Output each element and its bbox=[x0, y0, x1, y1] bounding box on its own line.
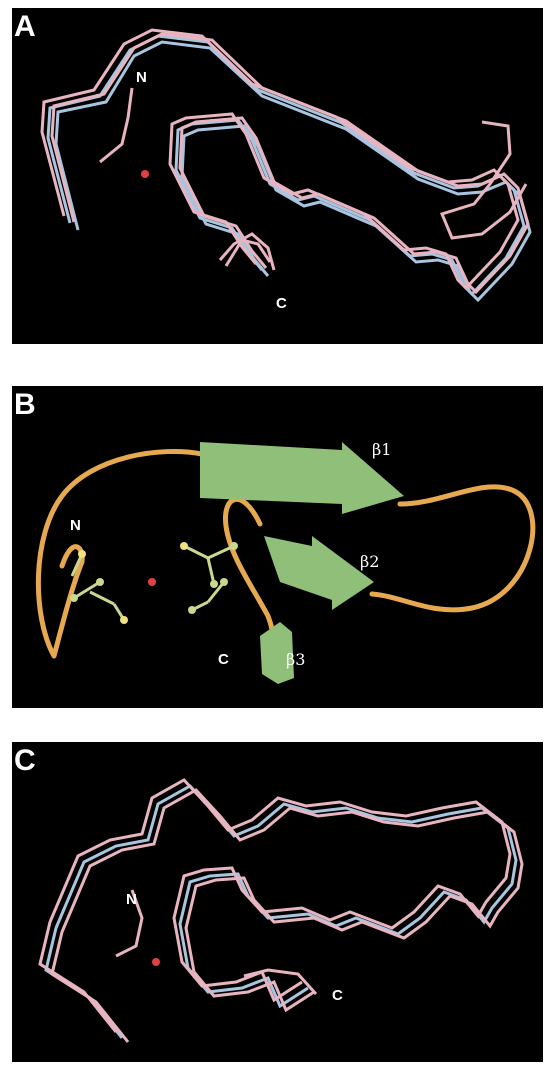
ligand-atom bbox=[230, 542, 238, 550]
beta-strand-2 bbox=[264, 536, 374, 610]
n-terminus-label-a: N bbox=[136, 70, 147, 85]
beta-strand-3-label: β3 bbox=[286, 652, 305, 668]
c-terminus-label-c: C bbox=[332, 988, 343, 1003]
ligand-stick bbox=[208, 546, 234, 558]
panel-b-ribbon-diagram: B N C β1 β2 β3 bbox=[12, 386, 543, 708]
ligand-stick bbox=[184, 546, 208, 558]
c-terminus-label-a: C bbox=[276, 296, 287, 311]
n-terminus-label-c: N bbox=[126, 892, 137, 907]
ligand-atom bbox=[188, 606, 196, 614]
ligand-atom bbox=[120, 616, 128, 624]
metal-ion-b bbox=[148, 578, 156, 586]
ligand-atom bbox=[70, 594, 78, 602]
panel-letter-c: C bbox=[14, 746, 36, 776]
ligand-atom bbox=[220, 578, 228, 586]
trace-blue-a bbox=[48, 36, 524, 294]
ligand-atom bbox=[180, 542, 188, 550]
metal-ion-a bbox=[141, 170, 149, 178]
panel-letter-b: B bbox=[14, 390, 36, 420]
ligand-atom bbox=[78, 550, 86, 558]
panel-c-trace-image bbox=[12, 742, 543, 1062]
trace-pink-a-3 bbox=[100, 88, 132, 162]
beta-strand-2-label: β2 bbox=[360, 554, 379, 570]
panel-letter-a: A bbox=[14, 12, 36, 42]
panel-a-trace-image bbox=[12, 8, 543, 344]
metal-ion-c bbox=[152, 958, 160, 966]
c-terminus-label-b: C bbox=[218, 652, 229, 667]
panel-a-structure-overlay: A N C bbox=[12, 8, 543, 344]
ligand-atom bbox=[96, 578, 104, 586]
ligand-stick bbox=[90, 592, 114, 604]
ligand-stick bbox=[208, 558, 214, 584]
panel-c-structure-overlay: C N C bbox=[12, 742, 543, 1062]
ligand-atom bbox=[210, 580, 218, 588]
panel-b-ribbon-image bbox=[12, 386, 543, 708]
n-terminus-label-b: N bbox=[70, 518, 81, 533]
beta-strand-1-label: β1 bbox=[372, 442, 391, 458]
trace-pink-a bbox=[42, 30, 518, 288]
